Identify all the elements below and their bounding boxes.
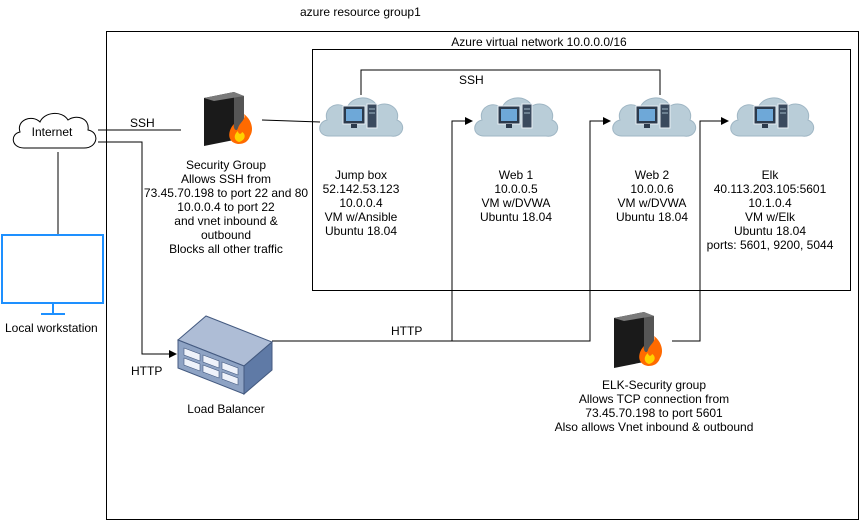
internet-cloud-icon [12, 113, 97, 149]
jumpbox-line: VM w/Ansible [324, 210, 398, 224]
web2-line: VM w/DVWA [617, 196, 687, 210]
web2-line: 10.0.0.6 [630, 182, 674, 196]
security-group-line: Security Group [185, 158, 267, 172]
vnet-title: Azure virtual network 10.0.0.0/16 [451, 35, 627, 49]
elk-security-group-line: ELK-Security group [601, 378, 707, 392]
jumpbox-text: Jump box 52.142.53.123 10.0.0.4 VM w/Ans… [323, 168, 400, 238]
internet-label: Internet [31, 125, 73, 139]
web1-line: 10.0.0.5 [494, 182, 538, 196]
vnet-boundary [312, 49, 851, 291]
elk-line: Elk [761, 168, 779, 182]
elk-security-group-line: Allows TCP connection from [578, 392, 730, 406]
edge-ssh-bracket [360, 69, 661, 95]
elk-text: Elk 40.113.203.105:5601 10.1.0.4 VM w/El… [707, 168, 834, 252]
edge-lb-web1 [272, 117, 473, 342]
jumpbox-line: 10.0.0.4 [339, 196, 383, 210]
web1-line: VM w/DVWA [481, 196, 551, 210]
security-group-line: and vnet inbound & [174, 214, 278, 228]
web2-line: Web 2 [634, 168, 670, 182]
elk-line: VM w/Elk [744, 210, 795, 224]
jumpbox-line: Jump box [334, 168, 388, 182]
elk-line: 10.1.0.4 [748, 196, 792, 210]
resource-group-boundary [106, 31, 859, 520]
edge-security-group-jumpbox [261, 119, 321, 123]
web1-line: Web 1 [498, 168, 534, 182]
edge-lb-web2 [452, 117, 611, 342]
security-group-line: outbound [200, 228, 252, 242]
workstation-monitor-icon [1, 234, 104, 315]
elk-security-group-text: ELK-Security group Allows TCP connection… [555, 378, 754, 434]
jumpbox-line: Ubuntu 18.04 [324, 224, 398, 238]
web2-line: Ubuntu 18.04 [615, 210, 689, 224]
edge-label-http-internet: HTTP [131, 364, 163, 378]
web2-text: Web 2 10.0.0.6 VM w/DVWA Ubuntu 18.04 [616, 168, 688, 224]
security-group-firewall-icon [204, 92, 252, 146]
web2-vm-cloud-icon [612, 97, 697, 137]
security-group-line: Allows SSH from [180, 172, 272, 186]
web1-line: Ubuntu 18.04 [479, 210, 553, 224]
security-group-line: Blocks all other traffic [169, 242, 283, 256]
jumpbox-vm-cloud-icon [319, 97, 404, 137]
security-group-line: 73.45.70.198 to port 22 and 80 [143, 186, 309, 200]
elk-line: 40.113.203.105:5601 [713, 182, 827, 196]
edge-label-http-lb: HTTP [391, 324, 423, 338]
edge-internet-load-balancer [98, 141, 177, 358]
elk-line: ports: 5601, 9200, 5044 [706, 238, 834, 252]
jumpbox-line: 52.142.53.123 [322, 182, 400, 196]
web1-text: Web 1 10.0.0.5 VM w/DVWA Ubuntu 18.04 [480, 168, 552, 224]
elk-security-group-firewall-icon [614, 312, 662, 368]
web1-vm-cloud-icon [474, 97, 559, 137]
load-balancer-icon [177, 315, 273, 396]
edge-elksg-elk [672, 117, 729, 342]
elk-security-group-line: 73.45.70.198 to port 5601 [585, 406, 723, 420]
elk-security-group-line: Also allows Vnet inbound & outbound [554, 420, 754, 434]
load-balancer-label: Load Balancer [187, 402, 265, 416]
elk-line: Ubuntu 18.04 [733, 224, 807, 238]
security-group-text: Security Group Allows SSH from 73.45.70.… [144, 158, 308, 256]
edge-label-ssh-internet: SSH [130, 116, 155, 130]
workstation-label: Local workstation [5, 321, 98, 335]
resource-group-title: azure resource group1 [300, 5, 421, 19]
elk-vm-cloud-icon [730, 97, 815, 137]
edge-label-ssh-vnet: SSH [459, 73, 484, 87]
security-group-line: 10.0.0.4 to port 22 [177, 200, 275, 214]
